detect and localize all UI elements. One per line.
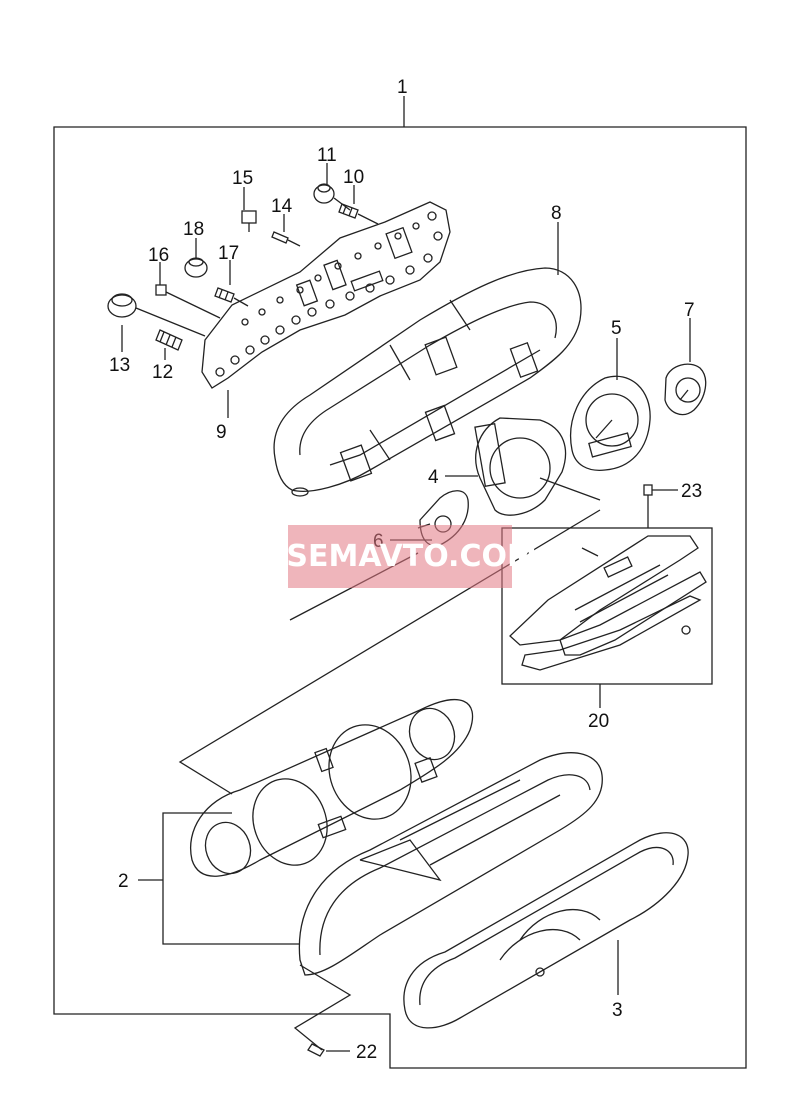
callout-10: 10 bbox=[343, 167, 364, 188]
callout-4: 4 bbox=[428, 467, 439, 488]
bulb-10 bbox=[338, 203, 379, 225]
bulb-17 bbox=[214, 287, 249, 307]
speedometer-dial bbox=[474, 417, 601, 516]
bracket-assembly bbox=[501, 527, 713, 685]
bulb-14 bbox=[271, 231, 301, 247]
assembly-frame bbox=[53, 126, 747, 1069]
small-gauge-7 bbox=[664, 363, 707, 416]
callout-2: 2 bbox=[118, 871, 129, 892]
callout-12: 12 bbox=[152, 362, 173, 383]
cluster-hood bbox=[298, 752, 603, 976]
leader-22 bbox=[293, 964, 352, 1051]
callout-3: 3 bbox=[612, 1000, 623, 1021]
socket-13 bbox=[107, 293, 206, 337]
callout-16: 16 bbox=[148, 245, 169, 266]
callout-20: 20 bbox=[588, 711, 609, 732]
case bbox=[273, 267, 582, 497]
lens bbox=[403, 832, 689, 1029]
small-callout-lines bbox=[121, 163, 355, 360]
socket-18 bbox=[184, 257, 208, 278]
watermark: VSEMAVTO.COM bbox=[263, 525, 537, 588]
callout-5: 5 bbox=[611, 318, 622, 339]
callout-7: 7 bbox=[684, 300, 695, 321]
tachometer-dial bbox=[570, 375, 651, 471]
callout-8: 8 bbox=[551, 203, 562, 224]
callout-numbers: 1 2 3 4 5 6 7 8 9 10 11 12 13 14 15 16 1… bbox=[109, 77, 702, 1063]
callout-1: 1 bbox=[397, 77, 408, 98]
circuit-board bbox=[201, 201, 451, 389]
screw-22 bbox=[307, 1043, 350, 1057]
callout-23: 23 bbox=[681, 481, 702, 502]
callout-11: 11 bbox=[317, 145, 337, 166]
bracket-2 bbox=[162, 812, 300, 945]
callout-18: 18 bbox=[183, 219, 204, 240]
callout-22: 22 bbox=[356, 1042, 377, 1063]
socket-16 bbox=[155, 284, 221, 319]
callout-14: 14 bbox=[271, 196, 293, 217]
callout-13: 13 bbox=[109, 355, 130, 376]
callout-17: 17 bbox=[218, 243, 239, 264]
socket-15 bbox=[241, 210, 257, 232]
bulb-12 bbox=[155, 329, 183, 351]
callout-15: 15 bbox=[232, 168, 253, 189]
screw-23 bbox=[643, 484, 678, 528]
callout-9: 9 bbox=[216, 422, 227, 443]
dial-mask bbox=[190, 699, 474, 877]
